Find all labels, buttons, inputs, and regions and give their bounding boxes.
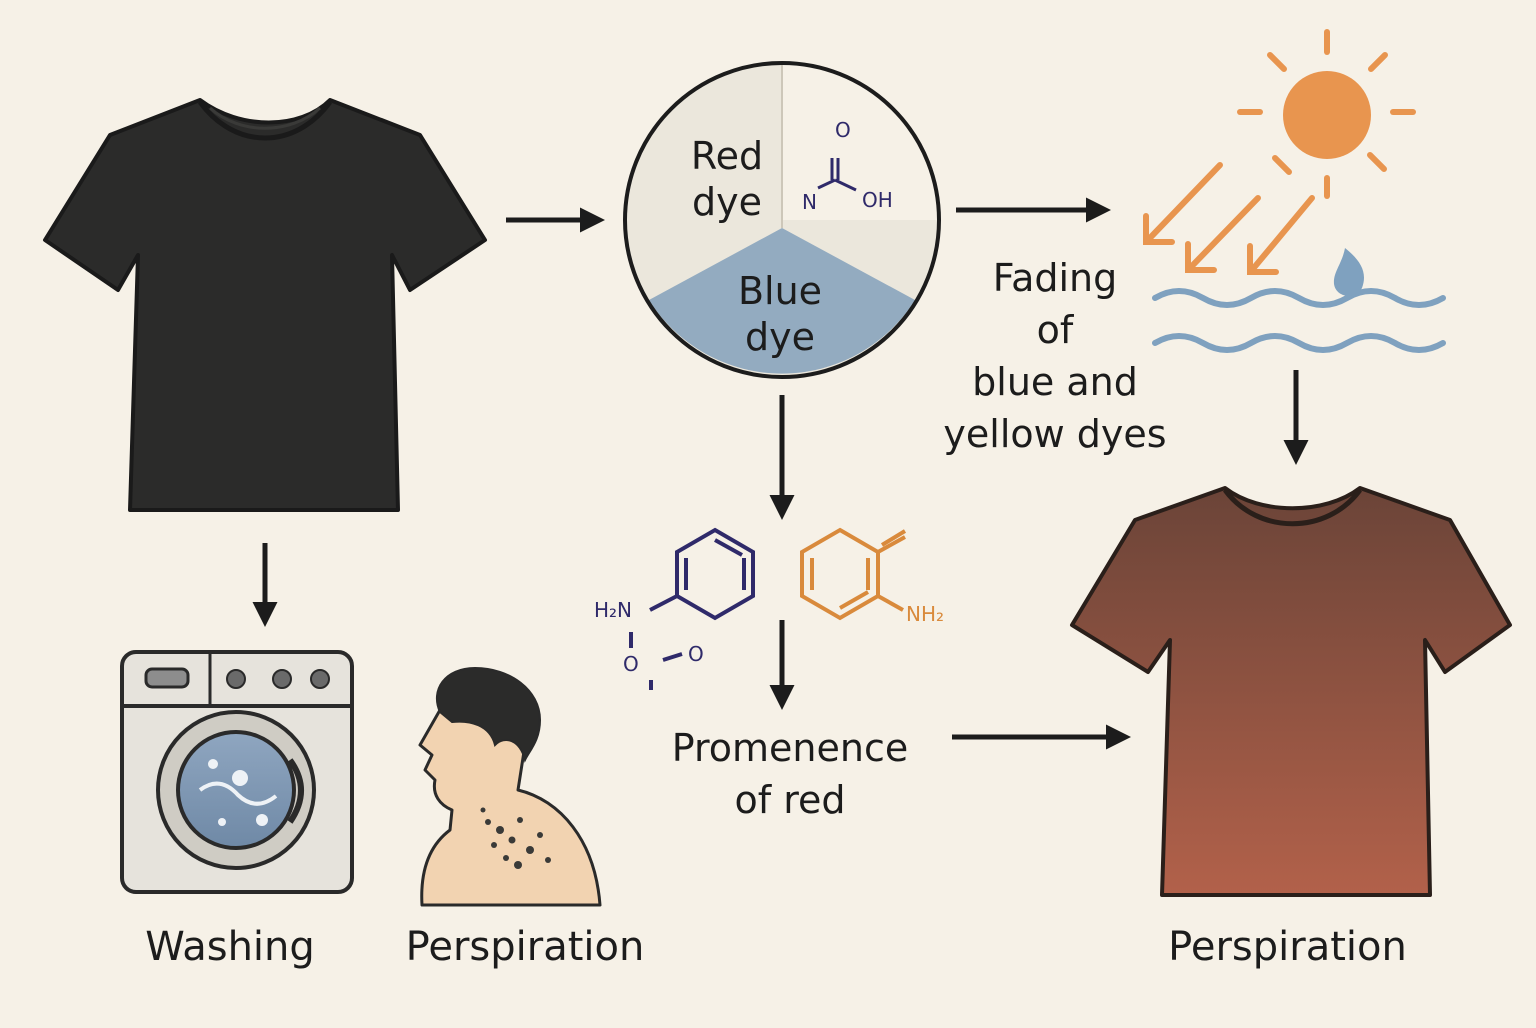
tshirt-faded-icon <box>1070 486 1512 897</box>
red-dye-label: Red dye <box>690 134 764 224</box>
perspiration-left-label: Perspiration <box>405 924 645 970</box>
prominence-label: Promenence of red <box>671 726 909 822</box>
blue-dye-label: Blue dye <box>737 269 823 359</box>
dye-pie <box>623 61 941 379</box>
molecule-orange-nh2: NH₂ <box>906 602 945 626</box>
molecule-aniline-icon <box>629 527 755 690</box>
molecule-top-n: N <box>802 190 817 214</box>
molecule-top-o: O <box>835 118 851 142</box>
molecule-orange-icon <box>800 527 907 621</box>
tshirt-black-icon <box>43 98 487 512</box>
blue-dye-slice <box>649 228 915 374</box>
sun-ray-arrows <box>1143 162 1315 275</box>
molecule-aniline-o-right: O <box>688 642 704 666</box>
washing-label: Washing <box>145 924 315 970</box>
molecule-top-icon <box>817 158 857 192</box>
perspiration-right-label: Perspiration <box>1168 924 1407 970</box>
washing-machine-icon <box>120 650 354 894</box>
molecule-aniline-h2n: H₂N <box>594 598 633 622</box>
molecule-top-oh: OH <box>862 188 893 212</box>
molecule-aniline-o-left: O <box>623 652 639 676</box>
sun-icon <box>1237 29 1416 199</box>
flow-arrows <box>252 197 1309 750</box>
person-icon <box>418 666 602 907</box>
fading-label: Fading of blue and yellow dyes <box>943 256 1167 456</box>
water-waves-icon <box>1152 248 1446 353</box>
